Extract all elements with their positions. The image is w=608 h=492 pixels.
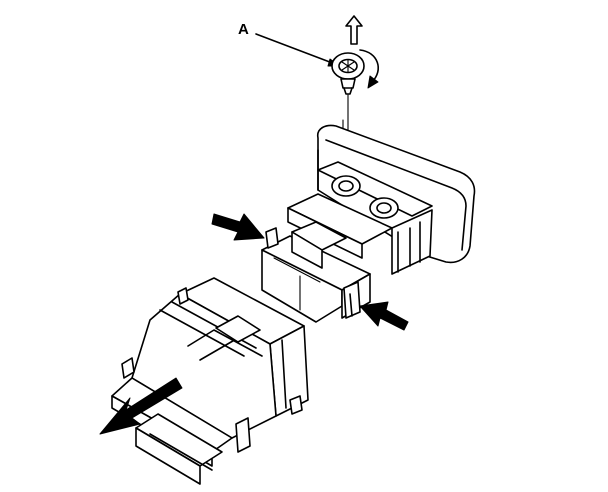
switch-body (261, 161, 433, 323)
pull-out-arrow-icon (99, 377, 183, 435)
loosen-rotation-arrow-icon (359, 49, 380, 89)
callout-a: A (238, 21, 341, 67)
screw-icon (331, 52, 365, 95)
callout-a-leader (255, 33, 336, 65)
wire-connector (111, 277, 309, 485)
press-tab-arrow-left-icon (211, 213, 265, 241)
callout-a-label: A (238, 21, 249, 38)
press-tab-arrow-right-icon (359, 301, 409, 331)
lift-up-arrow-icon (345, 15, 363, 45)
